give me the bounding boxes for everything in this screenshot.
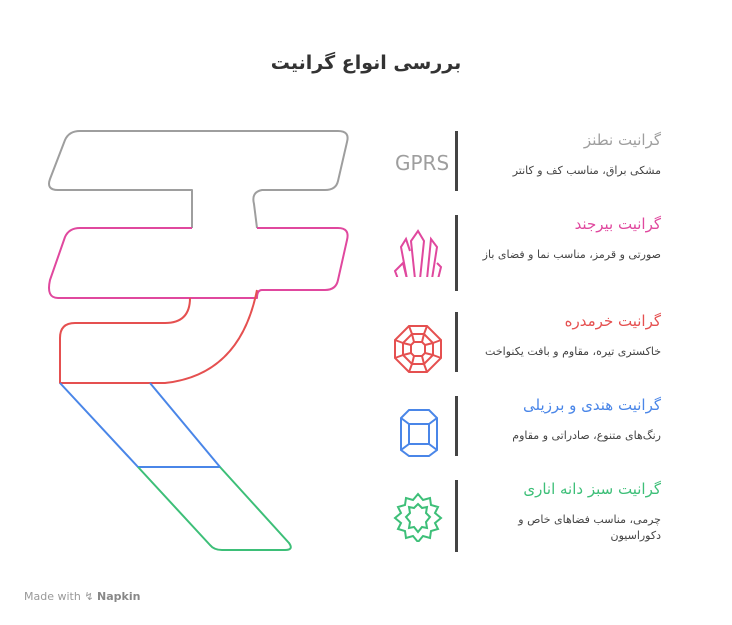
hex-prism-icon: [400, 409, 438, 457]
napkin-footer[interactable]: Made with ↯ Napkin: [24, 590, 140, 603]
page-title: بررسی انواع گرانیت: [270, 52, 462, 74]
starburst-icon: [393, 492, 443, 542]
divider: [455, 215, 458, 291]
item-natanz: GPRS گرانیت نطنز مشکی براق، مناسب کف و ک…: [385, 131, 685, 211]
item-title: گرانیت هندی و برزیلی: [523, 396, 661, 414]
item-description: رنگ‌های متنوع، صادراتی و مقاوم: [512, 429, 661, 442]
segment-red: [59, 289, 258, 384]
segment-green: [137, 466, 292, 551]
item-description: مشکی براق، مناسب کف و کانتر: [512, 164, 661, 177]
divider: [455, 131, 458, 191]
item-title: گرانیت نطنز: [583, 131, 661, 149]
item-description: خاکستری تیره، مقاوم و بافت یکنواخت: [485, 345, 661, 358]
segment-blue: [59, 382, 221, 468]
item-title: گرانیت سبز دانه اناری: [523, 480, 661, 498]
segment-pink: [48, 227, 349, 299]
item-description: صورتی و قرمز، مناسب نما و فضای باز: [482, 248, 661, 261]
footer-prefix: Made with: [24, 590, 81, 603]
crystals-icon: [393, 229, 443, 277]
rupee-shape-diagram: [48, 130, 349, 551]
gem-octagon-icon: [394, 325, 442, 373]
divider: [455, 312, 458, 372]
gprs-text-icon: GPRS: [395, 151, 450, 175]
item-birjand: گرانیت بیرجند صورتی و قرمز، مناسب نما و …: [385, 215, 685, 295]
napkin-logo-icon: ↯: [84, 590, 94, 603]
divider: [455, 396, 458, 456]
segment-gray: [48, 130, 349, 229]
item-green-pomegranate: گرانیت سبز دانه اناری چرمی، مناسب فضاهای…: [385, 480, 685, 560]
item-description: چرمی، مناسب فضاهای خاص و دکوراسیون: [518, 513, 661, 542]
footer-brand: Napkin: [97, 590, 141, 603]
item-title: گرانیت بیرجند: [574, 215, 661, 233]
item-khorramdarreh: گرانیت خرمدره خاکستری تیره، مقاوم و بافت…: [385, 312, 685, 392]
divider: [455, 480, 458, 552]
item-title: گرانیت خرمدره: [564, 312, 661, 330]
item-indian-brazilian: گرانیت هندی و برزیلی رنگ‌های متنوع، صادر…: [385, 396, 685, 476]
